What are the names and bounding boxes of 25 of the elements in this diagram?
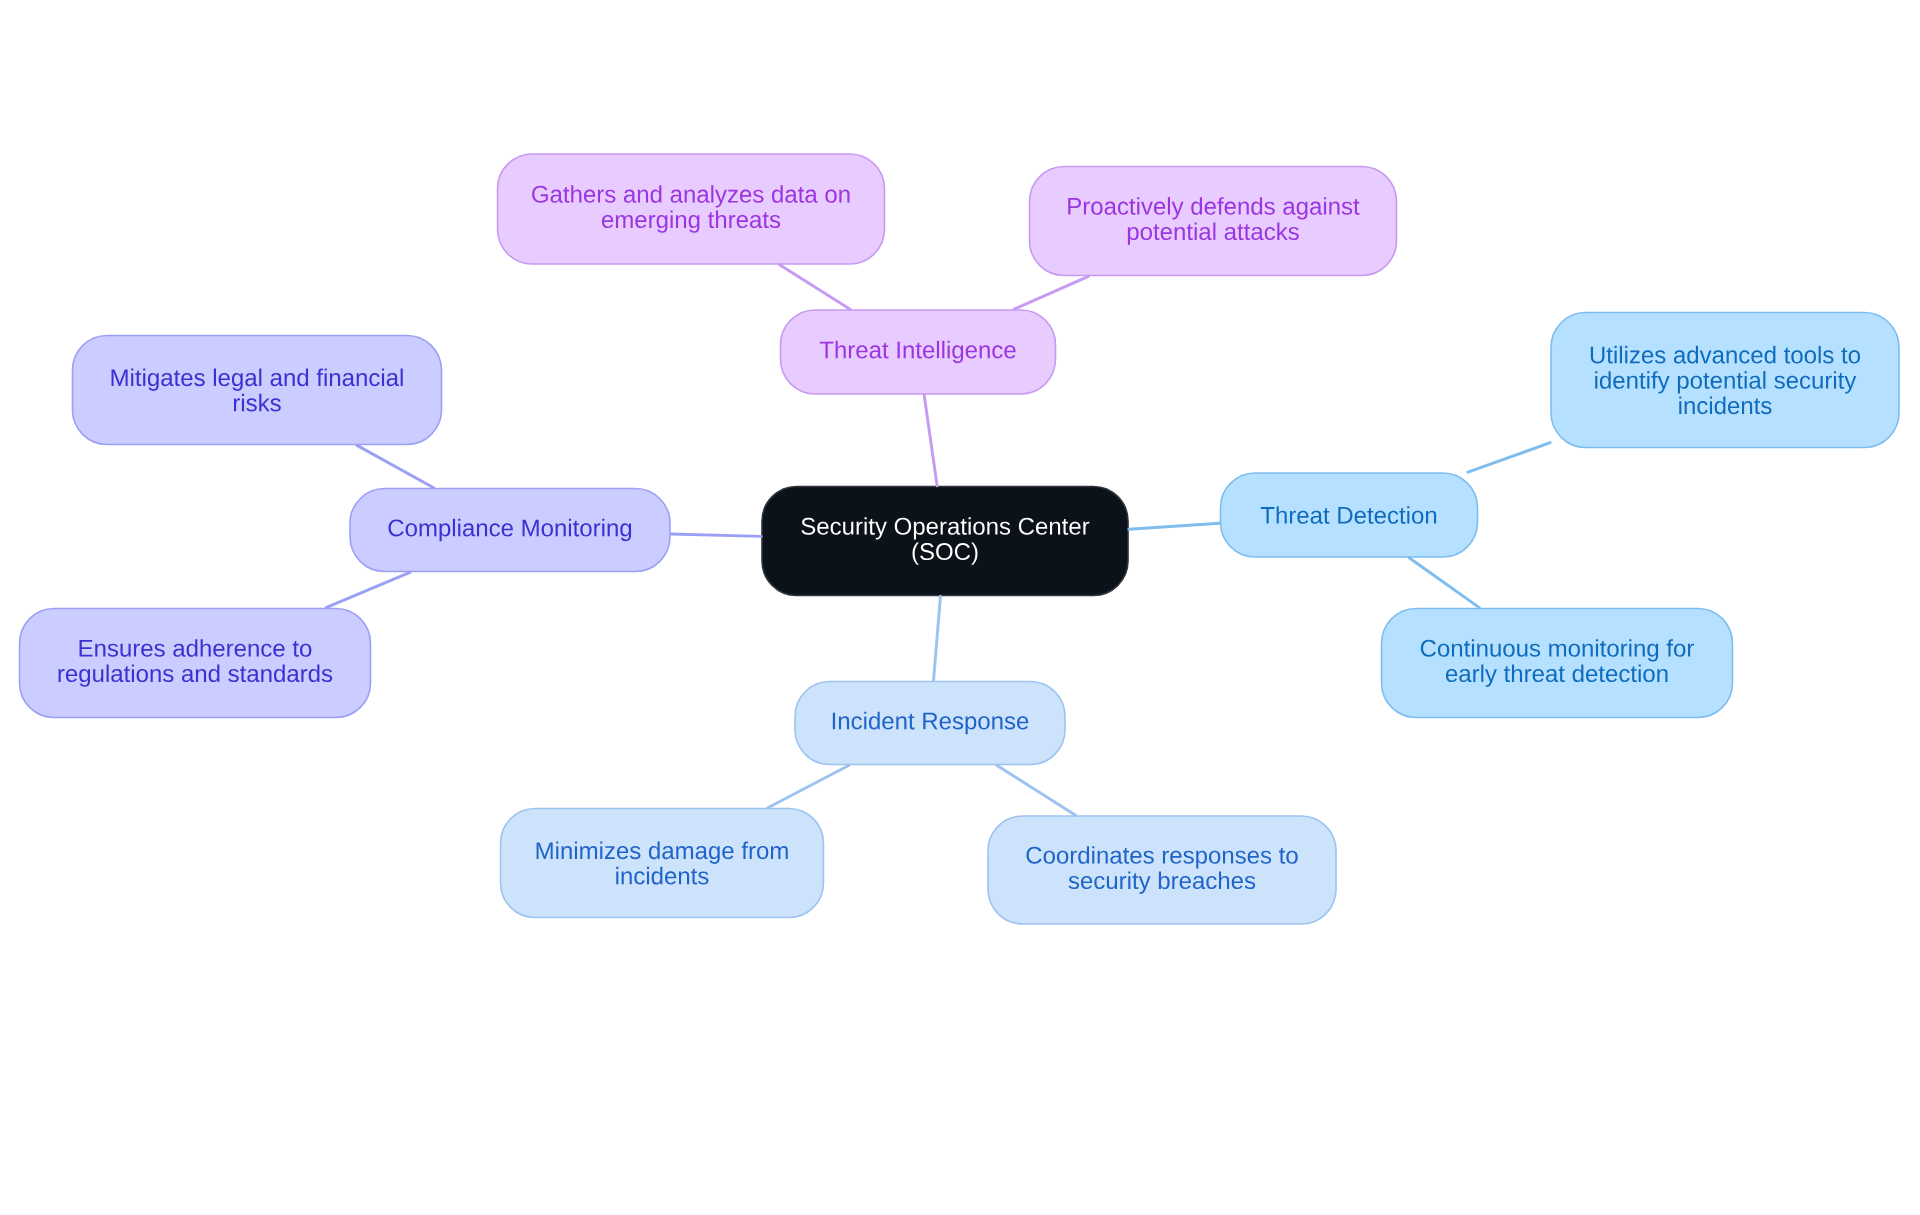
connector-line	[1466, 441, 1552, 474]
branch-topic-box: Threat Intelligence	[779, 309, 1057, 395]
connector-line	[1012, 274, 1090, 311]
detail-box: Proactively defends against potential attacks	[1028, 165, 1398, 277]
connector-line	[922, 393, 939, 488]
detail-box: Ensures adherence to regulations and standards	[18, 607, 372, 719]
connector-line	[932, 594, 942, 683]
detail-box: Coordinates responses to security breaches	[987, 815, 1337, 925]
connector-line	[1407, 556, 1481, 610]
detail-box: Gathers and analyzes data on emerging threats	[496, 153, 886, 265]
branch-topic-box: Threat Detection	[1219, 472, 1479, 558]
connector-line	[995, 763, 1078, 817]
detail-box: Minimizes damage from incidents	[499, 807, 825, 919]
connector-line	[1127, 521, 1222, 531]
connector-line	[778, 263, 852, 311]
branch-topic-box: Compliance Monitoring	[349, 487, 671, 573]
detail-box: Mitigates legal and financial risks	[71, 334, 443, 446]
connector-line	[355, 443, 436, 490]
central-topic-box: Security Operations Center (SOC)	[761, 485, 1129, 597]
detail-box: Continuous monitoring for early threat detection	[1380, 607, 1734, 719]
branch-topic-box: Incident Response	[794, 680, 1066, 766]
connector-line	[766, 763, 851, 810]
connector-line	[669, 532, 763, 538]
connector-line	[324, 570, 412, 610]
detail-box: Utilizes advanced tools to identify potential security incidents	[1550, 311, 1900, 449]
